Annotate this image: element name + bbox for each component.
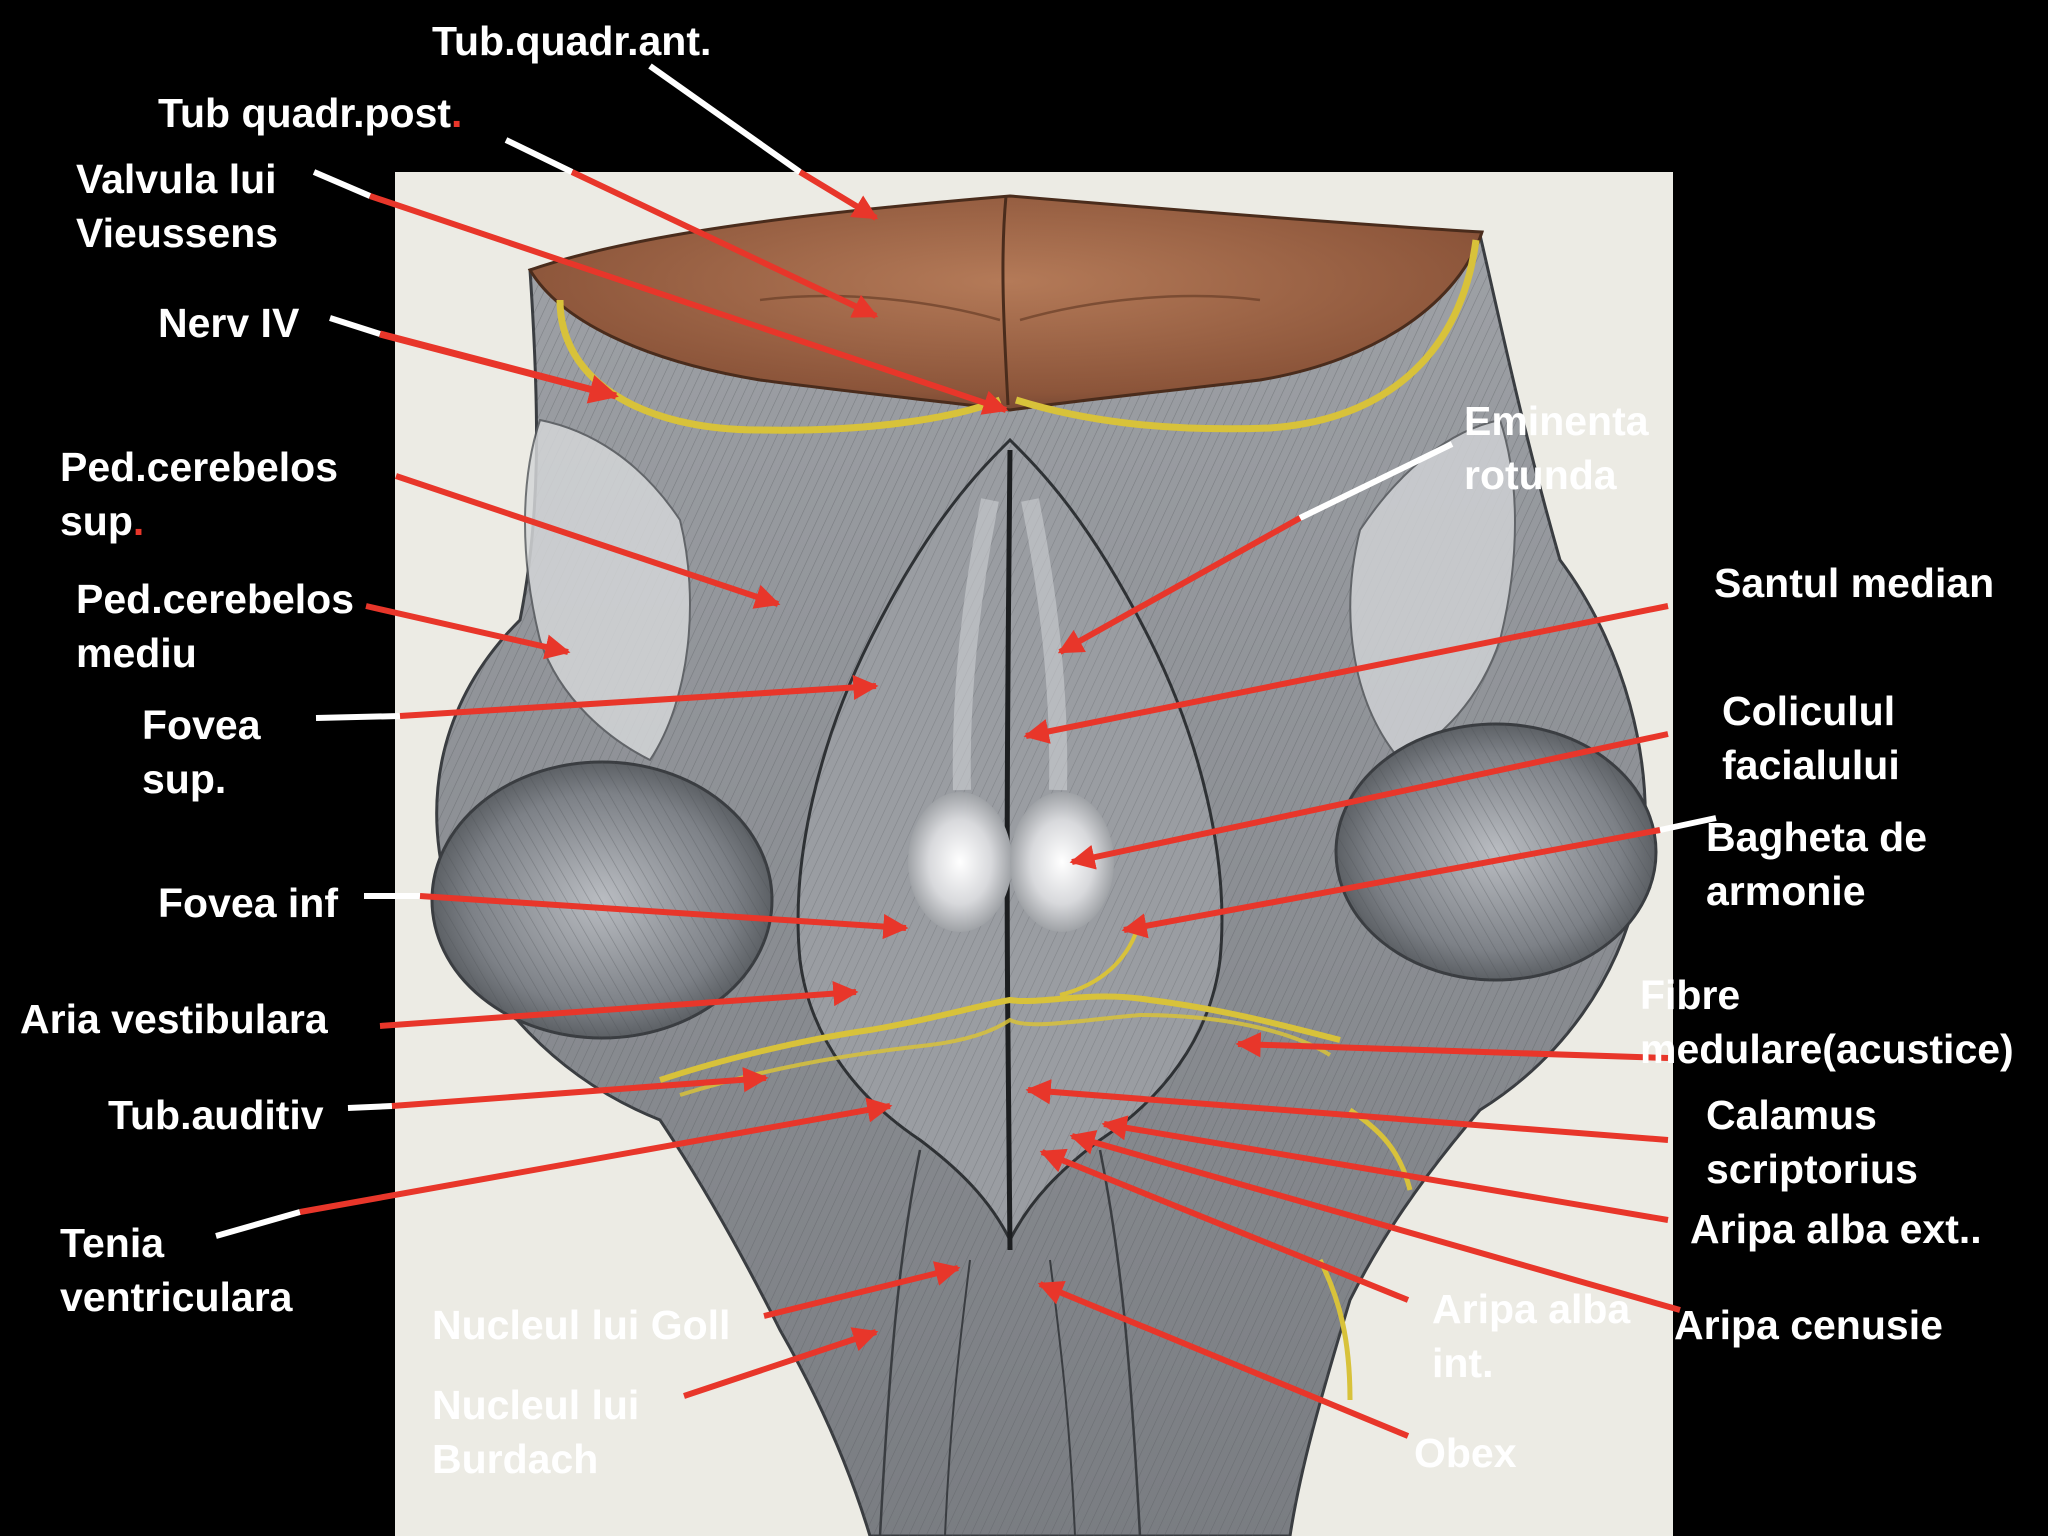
striae-medullares — [659, 993, 1341, 1083]
arrow-ped-sup — [395, 473, 781, 609]
label-tub-quadr-ant: Tub.quadr.ant. — [432, 18, 712, 64]
arrow-eminenta — [1057, 515, 1302, 655]
arrow-aripa-cenusie — [1069, 1130, 1681, 1313]
leader-valvula-white — [312, 169, 372, 199]
label-ped-cerebelos-mediu: Ped.cerebelos mediu — [76, 576, 355, 676]
label-nerv-iv: Nerv IV — [158, 300, 300, 346]
leader-tub-quadr-ant-white — [648, 63, 802, 175]
rhomboid-fossa-texture — [798, 440, 1222, 1240]
arrow-ped-mediu — [365, 603, 571, 660]
arrow-bagheta — [1121, 827, 1661, 939]
leader-bagheta-white — [1659, 815, 1717, 833]
nerve-root-2 — [1317, 1258, 1353, 1401]
median-sulcus — [1004, 449, 1013, 1251]
arrow-aripa-alba-int — [1039, 1148, 1410, 1303]
leader-eminenta-white — [1298, 441, 1454, 521]
arrow-nucleul-burdach — [683, 1327, 879, 1399]
leader-tub-quadr-post-white — [504, 137, 574, 175]
medial-eminence-left — [952, 498, 999, 791]
label-aripa-cenusie: Aripa cenusie — [1674, 1302, 1943, 1348]
label-nucleul-goll: Nucleul lui Goll — [432, 1302, 731, 1348]
label-fibre-medulare: Fibre medulare(acustice) — [1640, 972, 2014, 1072]
colliculi-furrow — [759, 294, 1261, 322]
gracile-column-left — [878, 1149, 922, 1536]
label-ped-cerebelos-sup: Ped.cerebelos sup. — [60, 444, 339, 544]
arrow-tub-quadr-ant — [798, 169, 879, 221]
arrow-aria-vestibulara — [379, 981, 859, 1029]
gracile-column-right — [1098, 1149, 1142, 1536]
trochlear-nerve-right — [1014, 239, 1480, 433]
trochlear-nerve-left — [556, 299, 1002, 434]
right-cut-peduncle-texture — [1336, 724, 1656, 980]
label-aripa-alba-ext: Aripa alba ext.. — [1690, 1206, 1982, 1252]
arrow-obex — [1037, 1281, 1410, 1439]
leader-fovea-sup-white — [315, 713, 401, 721]
label-fovea-inf: Fovea inf — [158, 880, 338, 926]
label-valvula-vieussens: Valvula lui Vieussens — [76, 156, 279, 256]
label-tub-quadr-post: Tub quadr.post. — [158, 90, 463, 136]
label-fovea-sup: Fovea sup. — [142, 702, 261, 802]
medial-eminence-right — [1021, 498, 1068, 791]
arrow-tub-auditiv — [391, 1067, 769, 1109]
arrow-fovea-sup — [399, 674, 879, 719]
label-aripa-alba-int: Aripa alba int. — [1432, 1286, 1631, 1386]
arrow-nucleul-goll — [763, 1261, 961, 1319]
leader-tenia-white — [215, 1209, 301, 1239]
arrow-tub-quadr-post — [570, 169, 879, 319]
label-bagheta-de-armonie: Bagheta de armonie — [1706, 814, 1927, 914]
left-cut-peduncle-texture — [432, 762, 772, 1038]
arrow-valvula — [369, 193, 1009, 415]
arrow-santul-median — [1023, 603, 1669, 744]
label-tenia-ventriculara: Tenia ventriculara — [60, 1220, 293, 1320]
label-santul-median: Santul median — [1714, 560, 1995, 606]
arrow-coliculul — [1069, 731, 1669, 870]
median-sulcus-lower-left — [944, 1259, 971, 1536]
quadrigeminal-plate — [527, 194, 1485, 412]
label-aria-vestibulara: Aria vestibulara — [20, 996, 328, 1042]
label-eminenta-rotunda: Eminenta rotunda — [1464, 398, 1649, 498]
tectum-midline — [1001, 195, 1010, 406]
label-obex: Obex — [1414, 1430, 1517, 1476]
arrow-fovea-inf — [419, 893, 909, 940]
facial-colliculus-left — [908, 792, 1012, 932]
label-tub-auditiv: Tub.auditiv — [108, 1092, 324, 1138]
arrow-aripa-alba-ext — [1101, 1115, 1669, 1223]
left-middle-peduncle — [524, 418, 691, 762]
leader-tub-auditiv-white — [347, 1103, 393, 1111]
facial-colliculus-right — [1010, 792, 1114, 932]
striae-medullares-2 — [679, 1012, 1332, 1097]
leader-nerv-iv-white — [329, 315, 381, 337]
arrow-calamus — [1025, 1079, 1669, 1143]
arrow-tenia — [299, 1097, 893, 1215]
arrow-nerv-iv — [379, 330, 619, 404]
label-coliculul-facialului: Coliculul facialului — [1722, 688, 1900, 788]
arrow-fibre — [1235, 1032, 1669, 1061]
label-calamus-scriptorius: Calamus scriptorius — [1706, 1092, 1918, 1192]
label-nucleul-burdach: Nucleul lui Burdach — [432, 1382, 640, 1482]
